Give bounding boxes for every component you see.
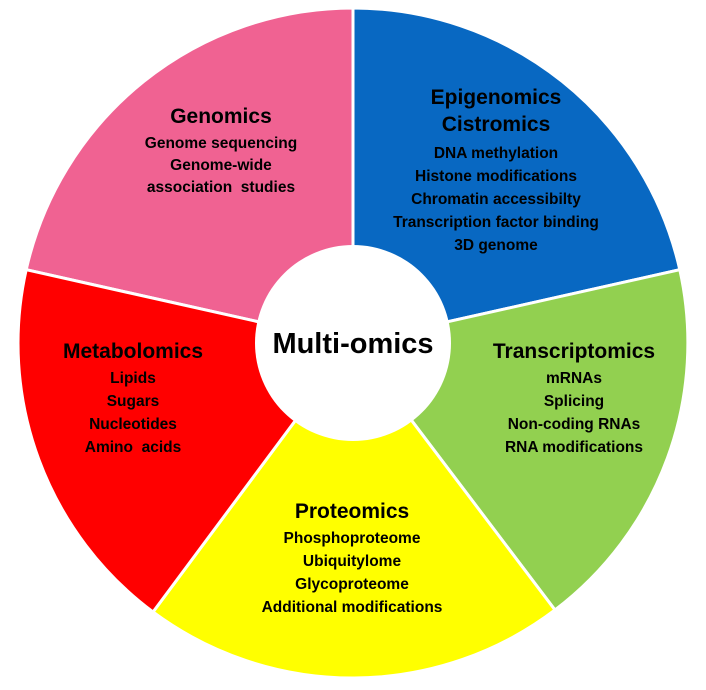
segment-epigenomics-title: Cistromics <box>442 113 551 136</box>
segment-transcriptomics-title: Transcriptomics <box>493 340 655 363</box>
segment-proteomics-item: Phosphoproteome <box>284 530 421 547</box>
segment-proteomics-item: Glycoproteome <box>295 576 409 593</box>
segment-epigenomics-item: Histone modifications <box>415 168 577 185</box>
segment-transcriptomics-item: Splicing <box>544 393 604 410</box>
segment-genomics-title: Genomics <box>170 105 272 128</box>
segment-genomics-item: association studies <box>147 179 295 196</box>
segment-transcriptomics-item: RNA modifications <box>505 439 643 456</box>
segment-genomics-item: Genome sequencing <box>145 135 297 152</box>
segment-metabolomics-item: Lipids <box>110 370 156 387</box>
segment-epigenomics-item: DNA methylation <box>434 145 558 162</box>
segment-genomics: Genomics Genome sequencing Genome-wide a… <box>24 6 355 345</box>
segment-epigenomics-item: Transcription factor binding <box>393 214 599 231</box>
segment-epigenomics-item: 3D genome <box>454 237 538 254</box>
center-circle <box>255 245 451 441</box>
segment-metabolomics-item: Nucleotides <box>89 416 177 433</box>
segment-genomics-item: Genome-wide <box>170 157 272 174</box>
segment-proteomics-item: Ubiquitylome <box>303 553 402 570</box>
center-label: Multi-omics <box>272 328 433 360</box>
segment-proteomics-wedge <box>150 340 558 680</box>
segment-metabolomics-item: Amino acids <box>85 439 181 456</box>
center-hub: Multi-omics <box>255 245 451 441</box>
segment-metabolomics-item: Sugars <box>107 393 160 410</box>
segment-epigenomics-title: Epigenomics <box>431 86 562 109</box>
segment-genomics-wedge <box>24 6 355 345</box>
segment-proteomics: Proteomics Phosphoproteome Ubiquitylome … <box>150 340 558 680</box>
segment-epigenomics-item: Chromatin accessibilty <box>411 191 581 208</box>
segment-proteomics-title: Proteomics <box>295 500 409 523</box>
segment-transcriptomics-item: mRNAs <box>546 370 602 387</box>
segment-metabolomics-title: Metabolomics <box>63 340 203 363</box>
segment-epigenomics-wedge <box>351 6 682 345</box>
segment-proteomics-item: Additional modifications <box>262 599 443 616</box>
segment-epigenomics: Epigenomics Cistromics DNA methylation H… <box>351 6 682 345</box>
segment-transcriptomics-item: Non-coding RNAs <box>508 416 641 433</box>
